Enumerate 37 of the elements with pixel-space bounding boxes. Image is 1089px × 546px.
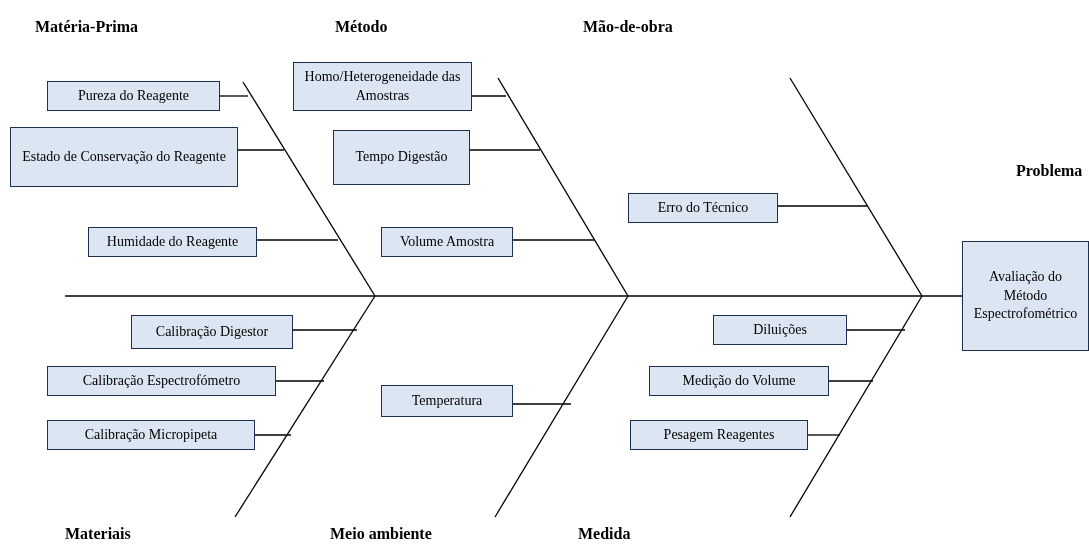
cause-box: Erro do Técnico [628,193,778,223]
spine-line [64,295,963,297]
cause-box: Diluições [713,315,847,345]
cause-box: Estado de Conservação do Reagente [10,127,238,187]
tie-line [471,95,507,97]
tie-line [512,239,595,241]
category-heading: Mão-de-obra [583,18,673,36]
problem-box: Avaliação do Método Espectrofométrico [962,241,1089,351]
cause-box: Pesagem Reagentes [630,420,808,450]
category-heading: Matéria-Prima [35,18,139,36]
category-heading: Problema [1016,162,1083,180]
category-heading: Meio ambiente [330,525,432,543]
cause-box: Homo/Heterogeneidade das Amostras [293,62,472,111]
cause-box: Volume Amostra [381,227,513,257]
cause-box: Tempo Digestão [333,130,470,185]
tie-line [777,205,868,207]
cause-box: Medição do Volume [649,366,829,396]
cause-box: Calibração Micropipeta [47,420,255,450]
category-heading: Método [335,18,388,36]
cause-box: Pureza do Reagente [47,81,220,111]
tie-line [254,434,292,436]
tie-line [828,380,874,382]
category-heading: Medida [578,525,631,543]
cause-box: Temperatura [381,385,513,417]
tie-line [292,329,358,331]
tie-line [219,95,249,97]
tie-line [256,239,339,241]
tie-line [807,434,841,436]
cause-box: Humidade do Reagente [88,227,257,257]
tie-line [846,329,906,331]
tie-line [469,149,541,151]
cause-box: Calibração Digestor [131,315,293,349]
category-heading: Materiais [65,525,131,543]
cause-box: Calibração Espectrofómetro [47,366,276,396]
tie-line [275,380,325,382]
tie-line [237,149,285,151]
tie-line [512,403,572,405]
